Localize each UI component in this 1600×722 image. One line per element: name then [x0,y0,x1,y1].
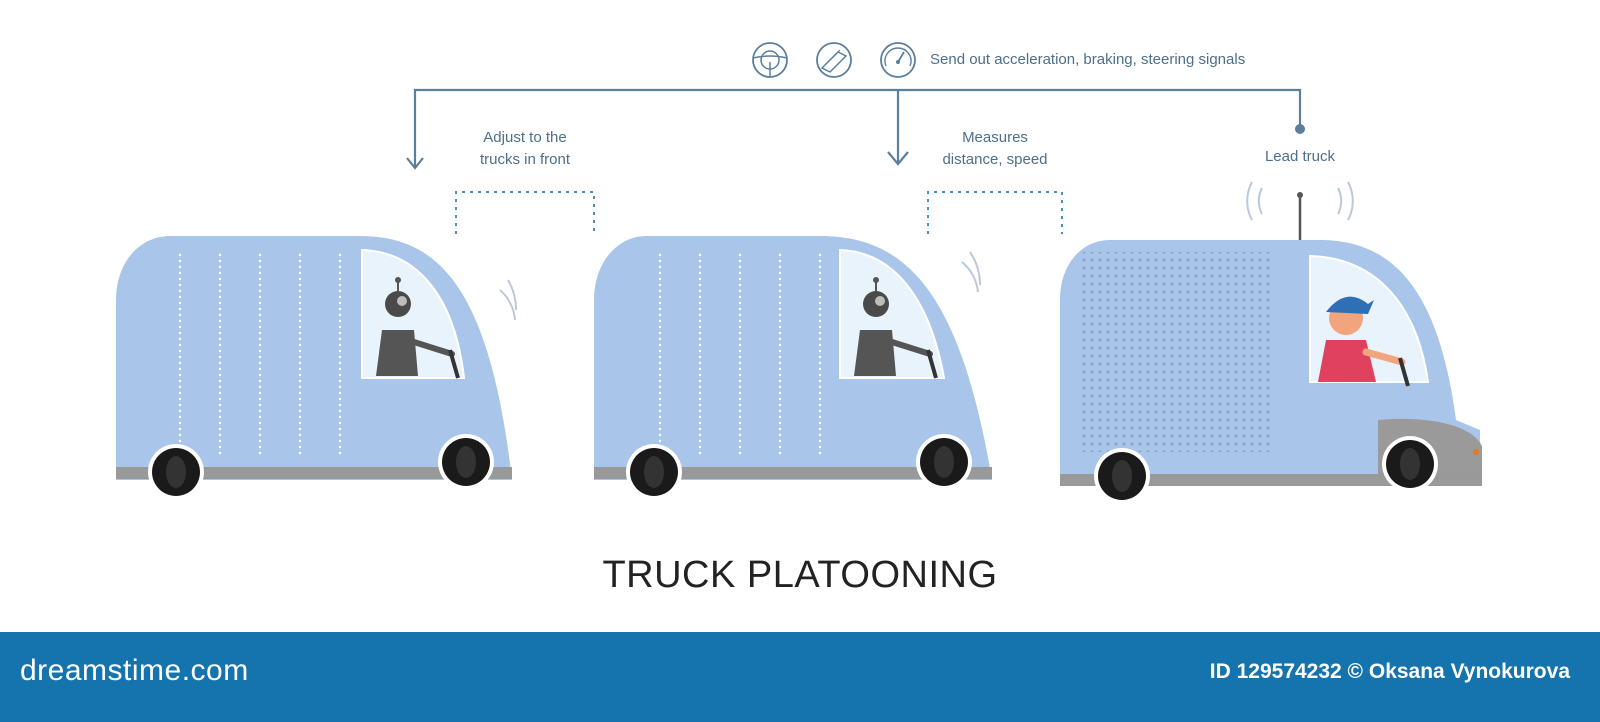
gap-bracket-front [927,191,1063,234]
footer-bar: dreamstime.com ID 129574232 © Oksana Vyn… [0,632,1600,722]
truck-lead [1060,181,1482,504]
adjust-label: Adjust to the trucks in front [479,129,571,168]
measures-label: Measures distance, speed [942,129,1048,168]
image-credit: ID 129574232 © Oksana Vynokurova [1209,660,1570,683]
signal-lines [406,88,1302,170]
speedometer-icon [880,42,916,78]
truck-rear [116,236,518,500]
platooning-diagram [116,42,1482,504]
brand-logo-text[interactable]: dreamstime.com [20,654,249,687]
diagram-title: TRUCK PLATOONING [602,554,998,596]
signal-source-dot [1295,124,1305,134]
gap-bracket-rear [455,191,595,234]
truck-middle [594,236,992,500]
steering-wheel-icon [752,42,788,78]
signals-label: Send out acceleration, braking, steering… [930,51,1246,68]
lead-truck-label: Lead truck [1264,148,1336,165]
pedal-icon [816,42,852,78]
